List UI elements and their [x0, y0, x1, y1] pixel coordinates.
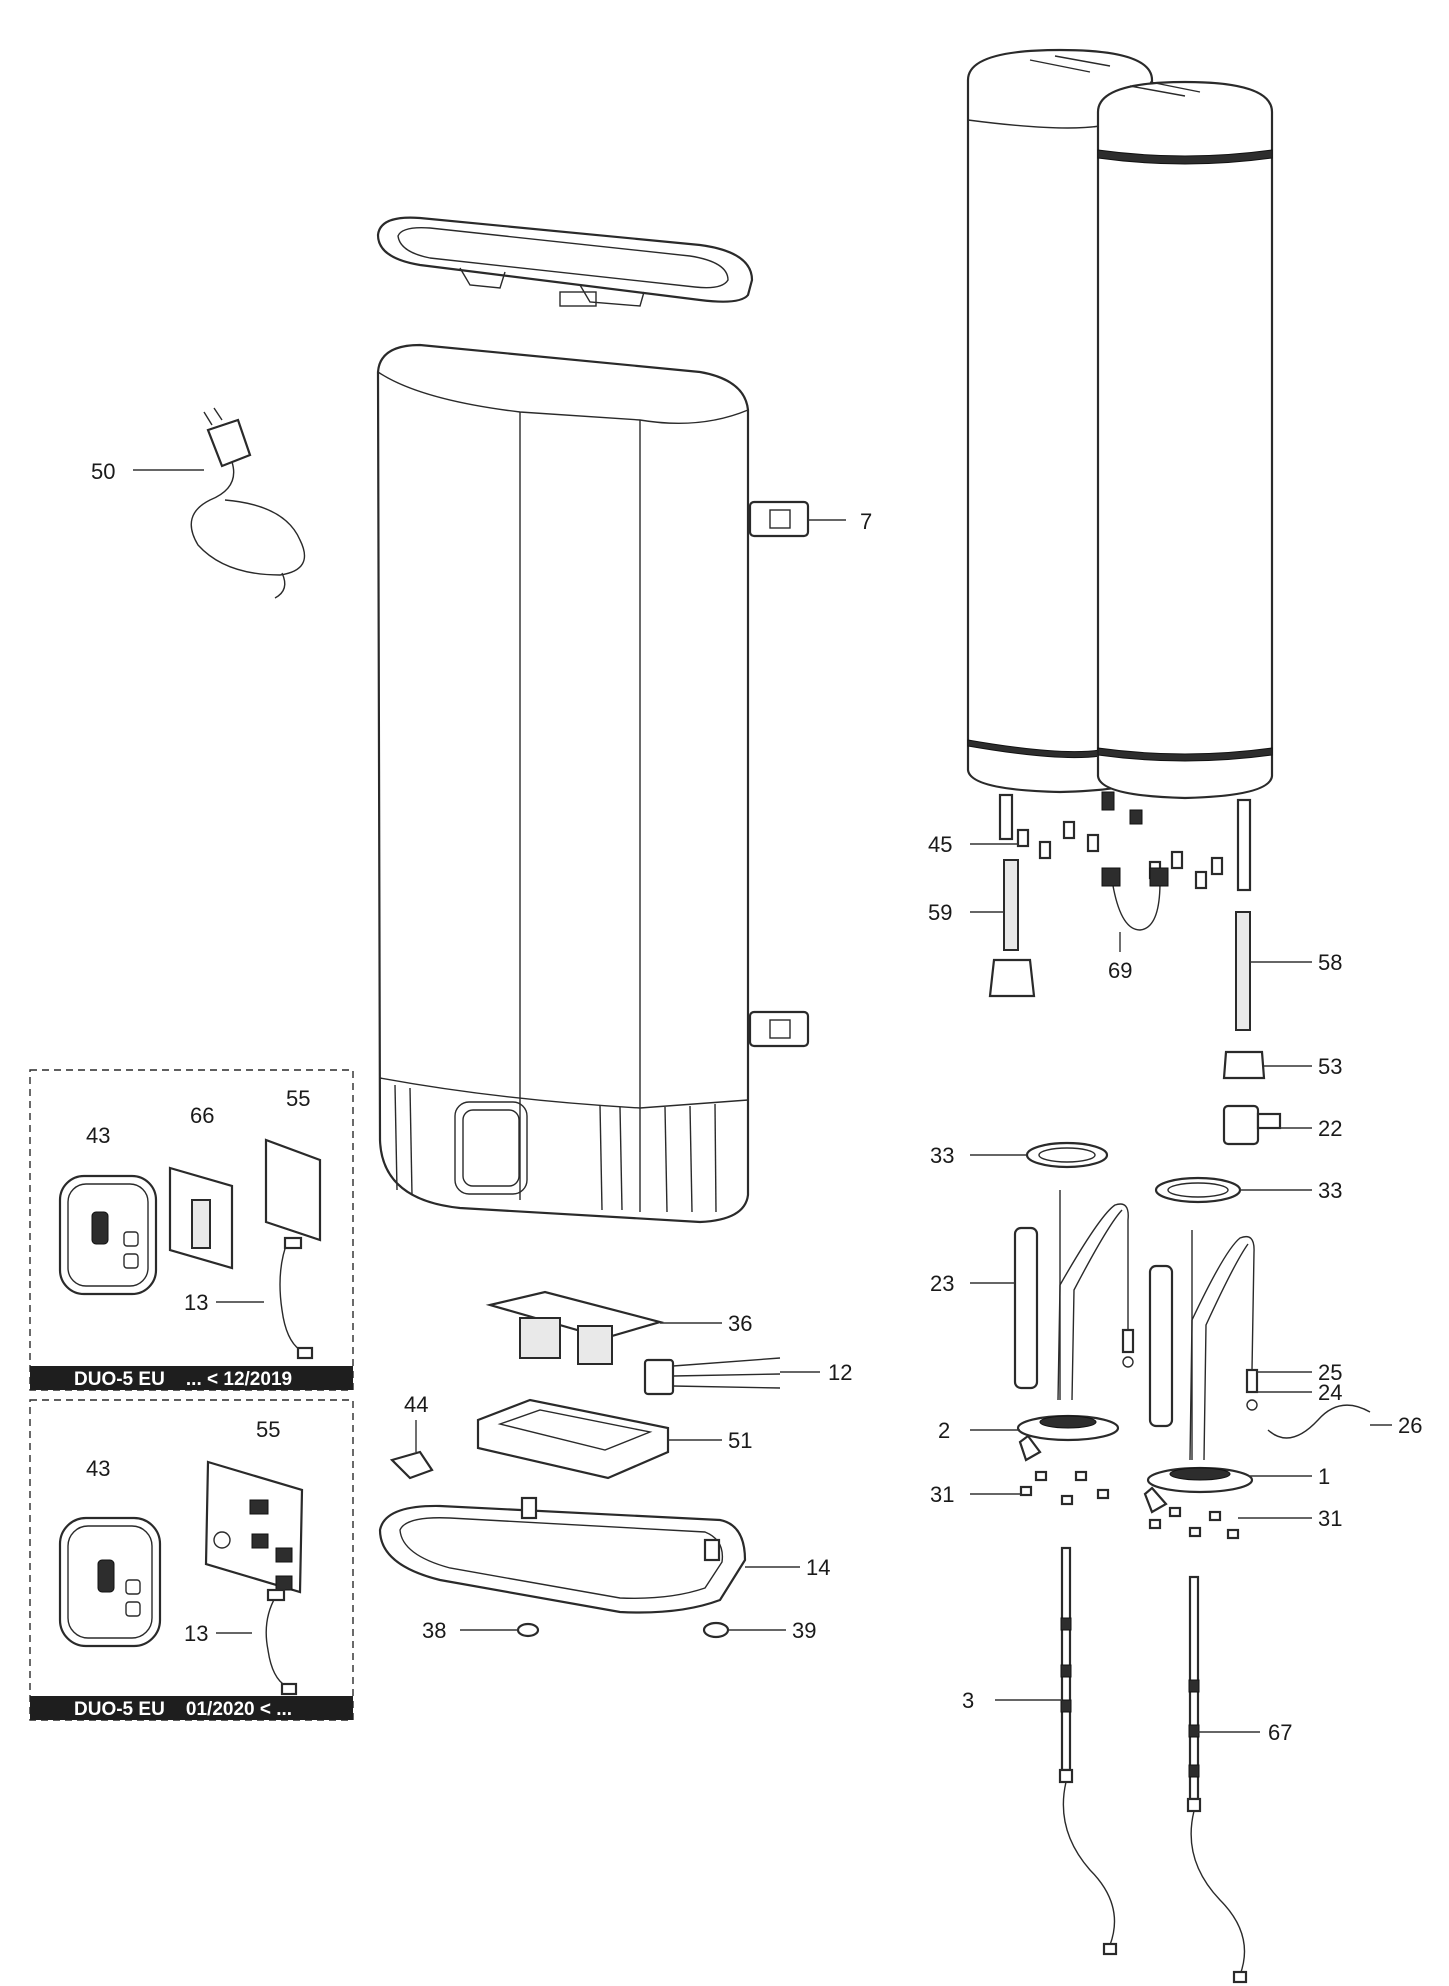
top-lid — [376, 216, 754, 307]
callout-59: 59 — [928, 900, 952, 925]
gaskets-part-33 — [1025, 1141, 1242, 1204]
callout-7: 7 — [860, 509, 872, 534]
pipe-part-59 — [988, 859, 1036, 998]
wire-part-26 — [1267, 1404, 1371, 1439]
callout-31-left: 31 — [930, 1482, 954, 1507]
variant-box-1 — [29, 1069, 354, 1391]
callout-43-box1: 43 — [86, 1123, 110, 1148]
callout-45: 45 — [928, 832, 952, 857]
nut-part-38 — [516, 1622, 540, 1638]
callout-51: 51 — [728, 1428, 752, 1453]
box1-title: DUO-5 EU ... < 12/2019 — [74, 1369, 292, 1390]
valve-part-22 — [1222, 1104, 1282, 1146]
bottom-frame-part-14 — [378, 1496, 747, 1614]
tray-part-51 — [476, 1398, 670, 1480]
callout-labels: 50 7 45 59 69 58 53 22 33 33 23 25 24 26… — [74, 459, 1422, 1745]
callout-50: 50 — [91, 459, 115, 484]
nuts-part-31 — [1019, 1470, 1240, 1540]
callout-24: 24 — [1318, 1380, 1342, 1405]
heating-element-part-1 — [1143, 1230, 1259, 1514]
pcb-part-36 — [485, 1290, 665, 1365]
callout-43-box2: 43 — [86, 1456, 110, 1481]
callout-58: 58 — [1318, 950, 1342, 975]
callout-26: 26 — [1398, 1413, 1422, 1438]
callout-13-box1: 13 — [184, 1290, 208, 1315]
callout-67: 67 — [1268, 1720, 1292, 1745]
callout-66: 66 — [190, 1103, 214, 1128]
power-cord-part-50 — [190, 407, 306, 599]
main-casing — [376, 343, 810, 1224]
leader-lines — [133, 469, 1392, 1733]
callout-12: 12 — [828, 1360, 852, 1385]
callout-23: 23 — [930, 1271, 954, 1296]
callout-55-box1: 55 — [286, 1086, 310, 1111]
heating-element-part-2 — [1013, 1190, 1135, 1462]
callout-69: 69 — [1108, 958, 1132, 983]
callout-3: 3 — [962, 1688, 974, 1713]
variant-box-2 — [29, 1399, 354, 1721]
clip-part-44 — [389, 1450, 434, 1480]
wire-harness-part-12 — [643, 1357, 781, 1396]
callout-38: 38 — [422, 1618, 446, 1643]
callout-14: 14 — [806, 1555, 830, 1580]
fitting-part-53 — [1222, 1050, 1266, 1080]
callout-22: 22 — [1318, 1116, 1342, 1141]
sensor-probe-part-3 — [1058, 1546, 1118, 1956]
callout-2: 2 — [938, 1418, 950, 1443]
callout-13-box2: 13 — [184, 1621, 208, 1646]
callout-44: 44 — [404, 1392, 428, 1417]
flex-hose-part-69 — [1101, 867, 1169, 931]
sensor-probe-part-67 — [1186, 1575, 1248, 1984]
callout-36: 36 — [728, 1311, 752, 1336]
box2-title: DUO-5 EU 01/2020 < ... — [74, 1699, 292, 1720]
callout-53: 53 — [1318, 1054, 1342, 1079]
callout-25: 25 — [1318, 1360, 1342, 1385]
callout-31-right: 31 — [1318, 1506, 1342, 1531]
callout-39: 39 — [792, 1618, 816, 1643]
pipe-part-58 — [1235, 911, 1251, 1031]
twin-tanks — [966, 48, 1274, 892]
callout-33-right: 33 — [1318, 1178, 1342, 1203]
callout-1: 1 — [1318, 1464, 1330, 1489]
nut-part-39 — [702, 1621, 730, 1639]
callout-33-left: 33 — [930, 1143, 954, 1168]
callout-55-box2: 55 — [256, 1417, 280, 1442]
